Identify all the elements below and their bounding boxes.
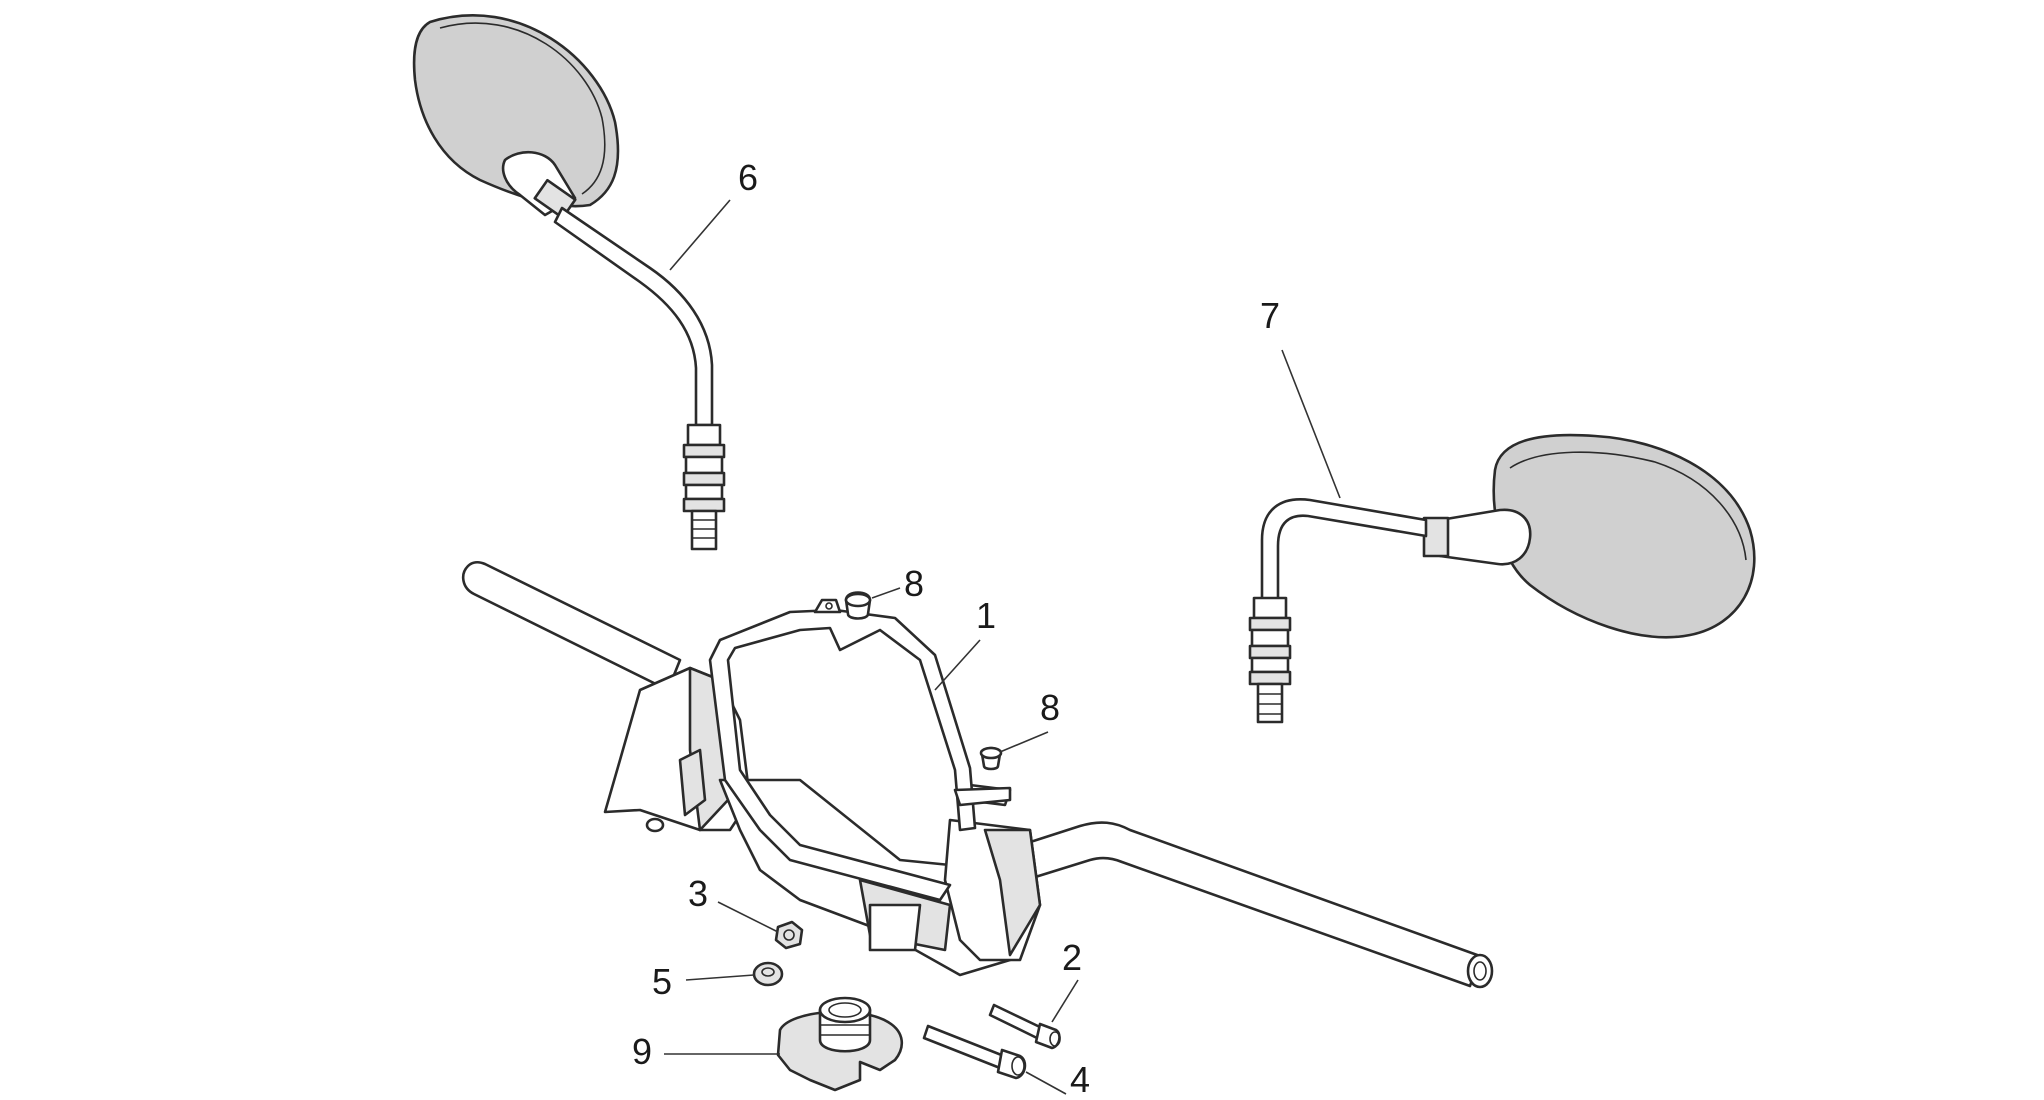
washer: [752, 961, 784, 987]
callout-5: 5: [652, 961, 672, 1002]
leader-4: [1025, 1071, 1067, 1095]
leader-3: [717, 901, 779, 933]
callout-2: 2: [1062, 937, 1082, 978]
bushing-top: [844, 591, 872, 620]
callout-4: 4: [1070, 1059, 1090, 1100]
leader-7: [1281, 349, 1341, 499]
bushing-right: [979, 746, 1003, 771]
leader-8a: [871, 587, 901, 599]
screw-long: [922, 1024, 1027, 1080]
mirror-right: [1248, 433, 1756, 724]
callout-3: 3: [688, 873, 708, 914]
steering-bushing: [776, 996, 903, 1092]
leader-1: [934, 639, 981, 691]
mirror-left: [412, 14, 726, 551]
callout-6: 6: [738, 157, 758, 198]
leader-5: [685, 974, 755, 981]
leader-2: [1051, 979, 1079, 1023]
screw-short: [988, 1003, 1061, 1050]
callout-7: 7: [1260, 295, 1280, 336]
handlebar-cover-frame: [708, 598, 1012, 902]
nut: [774, 920, 804, 950]
callout-8-top: 8: [904, 563, 924, 604]
callout-1: 1: [976, 595, 996, 636]
callout-8-right: 8: [1040, 687, 1060, 728]
leader-8b: [999, 731, 1049, 753]
leader-6: [669, 199, 731, 271]
handlebar: [461, 560, 1494, 989]
callout-9: 9: [632, 1031, 652, 1072]
